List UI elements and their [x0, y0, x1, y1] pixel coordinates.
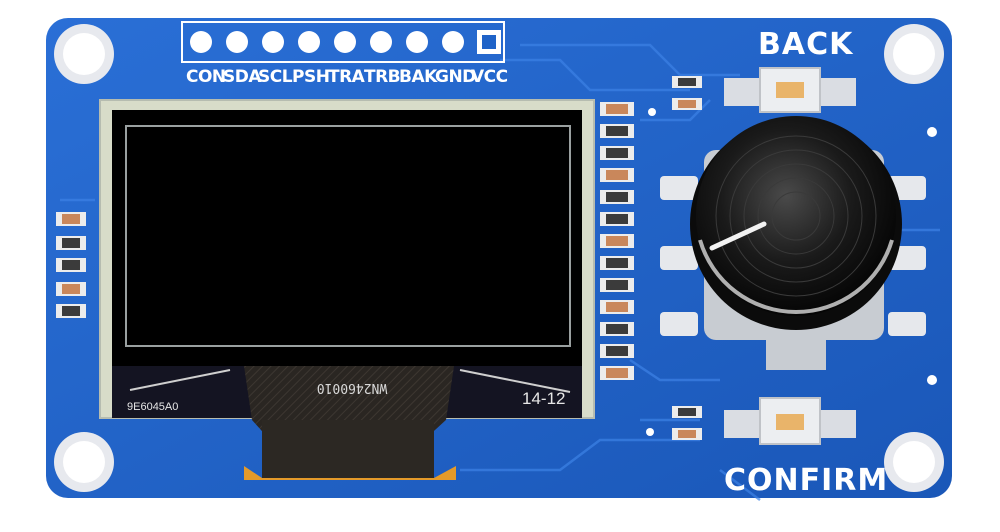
- pin-label-gnd: GND: [435, 67, 476, 87]
- smd-components-column: [600, 102, 634, 380]
- header-pins: [190, 30, 501, 54]
- pin-label-tra: TRA: [328, 67, 366, 87]
- rotary-knob-icon[interactable]: [690, 116, 902, 330]
- back-label: BACK: [758, 27, 854, 62]
- pcb-traces: [60, 43, 940, 501]
- oled-display: 9E6045A0 14-12: [99, 99, 595, 419]
- back-button[interactable]: [724, 67, 856, 113]
- knob-indicator: [709, 221, 767, 251]
- mounting-hole-icon: [884, 24, 944, 84]
- fpc-code: WN2460010: [317, 380, 387, 395]
- smd-components-right: [646, 76, 937, 440]
- ribbon-cable-icon: WN2460010: [244, 366, 456, 480]
- confirm-label: CONFIRM: [724, 463, 888, 498]
- confirm-button[interactable]: [724, 397, 856, 445]
- pin-label-bak: BAK: [399, 67, 438, 87]
- display-part-code: 9E6045A0: [127, 401, 178, 413]
- mounting-hole-icon: [884, 432, 944, 492]
- pin-label-scl: SCL: [258, 67, 293, 87]
- pin-label-psh: PSH: [292, 67, 329, 87]
- pin-label-con: CON: [186, 67, 226, 87]
- pin-label-sda: SDA: [223, 67, 262, 87]
- pin-label-trb: TRB: [364, 67, 400, 87]
- display-date-code: 14-12: [522, 389, 565, 408]
- mounting-hole-icon: [54, 432, 114, 492]
- mounting-hole-icon: [54, 24, 114, 84]
- smd-components-left: [56, 212, 86, 318]
- header-pin-outline: [181, 21, 505, 63]
- header-pin-labels: CON SDA SCL PSH TRA TRB BAK GND VCC: [186, 67, 508, 87]
- oled-screen: [125, 125, 571, 347]
- pin-label-vcc: VCC: [471, 67, 508, 87]
